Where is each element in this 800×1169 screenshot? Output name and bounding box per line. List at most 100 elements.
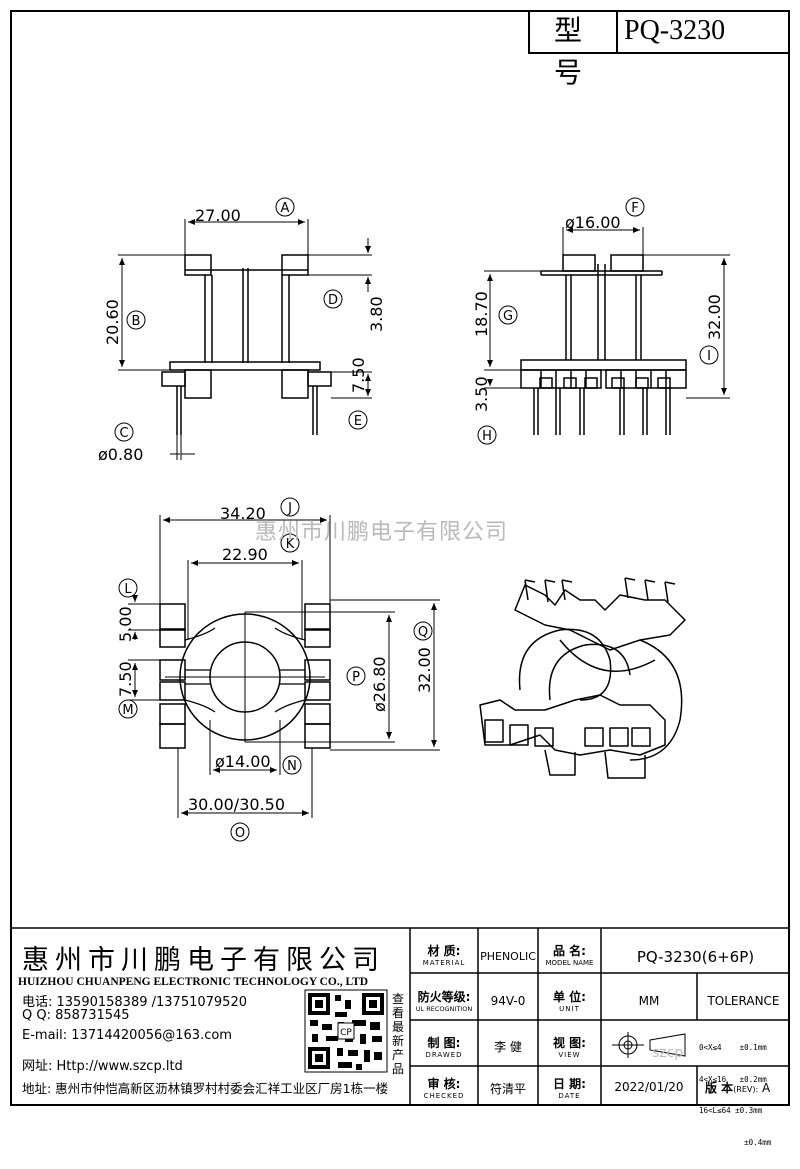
view-watermark: szcp <box>652 1045 684 1061</box>
projection-symbol <box>612 1032 686 1058</box>
isometric-view <box>479 577 686 779</box>
svg-text:Q: Q <box>418 625 428 640</box>
qq-text: Q Q: 858731545 <box>22 1008 130 1023</box>
svg-text:N: N <box>287 759 297 774</box>
revision-label: 版 本 <box>705 1081 734 1095</box>
name-label-cell: 品 名: MODEL NAME <box>545 944 594 967</box>
qr-code: CP <box>304 989 388 1073</box>
date-label-cell: 日 期: DATE <box>553 1077 586 1100</box>
svg-text:I: I <box>707 349 711 364</box>
view-label-cell: 视 图: VIEW <box>553 1036 586 1059</box>
tolerance-row: 0<X≤4 ±0.1mm <box>699 1043 767 1052</box>
phone-text: 电话: 13590158389 /13751079520 <box>22 995 247 1010</box>
svg-text:B: B <box>132 314 141 329</box>
dim-K-value: 22.90 <box>222 545 268 564</box>
tag-E: E <box>348 410 368 430</box>
dim-A-value: 27.00 <box>195 206 241 225</box>
material-label-cell: 材 质: MATERIAL <box>422 944 466 967</box>
drawn-value: 李 健 <box>494 1040 522 1054</box>
date-value: 2022/01/20 <box>614 1080 684 1094</box>
dim-H-value: 3.50 <box>472 376 491 412</box>
svg-text:L: L <box>124 582 132 597</box>
tag-B: B <box>126 310 146 330</box>
tolerance-row: 16<L≤64 ±0.3mm <box>699 1106 763 1115</box>
website-link[interactable]: 网址: Http://www.szcp.ltd <box>22 1059 183 1074</box>
tag-C: C <box>114 422 134 442</box>
tag-O: O <box>230 822 250 842</box>
tag-L: L <box>118 578 138 598</box>
address-text: 地址: 惠州市仲恺高新区沥林镇罗村村委会汇祥工业区厂房1栋一楼 <box>22 1081 389 1096</box>
qr-caption-1: 查 <box>392 992 405 1006</box>
svg-text:M: M <box>122 703 133 718</box>
dim-F-value: ø16.00 <box>565 213 621 232</box>
svg-text:CP: CP <box>340 1028 352 1038</box>
tag-I: I <box>699 345 719 365</box>
bottom-view <box>128 515 440 818</box>
dim-M-value: 7.50 <box>116 661 135 697</box>
svg-text:K: K <box>286 537 295 552</box>
dim-N-value: ø14.00 <box>215 752 271 771</box>
tag-H: H <box>477 425 497 445</box>
title-block-grid <box>10 927 790 1106</box>
revision-cell: 版 本(REV): A <box>705 1079 770 1096</box>
tag-G: G <box>498 305 518 325</box>
dim-B-value: 20.60 <box>103 299 122 345</box>
dim-L-value: 5.00 <box>116 606 135 642</box>
svg-text:P: P <box>352 670 360 685</box>
qr-caption-6: 品 <box>392 1062 405 1076</box>
dim-G-value: 18.70 <box>472 291 491 337</box>
svg-text:F: F <box>631 201 638 216</box>
svg-text:O: O <box>235 826 245 841</box>
svg-text:G: G <box>503 309 513 324</box>
technical-drawing: 27.00 A 20.60 B C ø0.80 D 3.80 7.50 E <box>10 197 790 1106</box>
unit-label-cell: 单 位: UNIT <box>553 990 586 1013</box>
svg-text:H: H <box>482 429 492 444</box>
flame-value: 94V-0 <box>490 994 526 1008</box>
tag-F: F <box>625 197 645 217</box>
svg-text:J: J <box>287 501 292 516</box>
svg-text:C: C <box>119 426 128 441</box>
svg-text:A: A <box>281 201 290 216</box>
tolerance-label: TOLERANCE <box>707 994 780 1008</box>
sheet-frame <box>10 10 790 1106</box>
dim-P-value: ø26.80 <box>370 656 389 712</box>
dim-O-value: 30.00/30.50 <box>188 795 285 814</box>
revision-value: A <box>762 1081 771 1095</box>
dim-J-value: 34.20 <box>220 504 266 523</box>
tag-P: P <box>346 666 366 686</box>
drawn-label-cell: 制 图: DRAWED <box>425 1036 463 1059</box>
tag-M: M <box>118 699 138 719</box>
checked-label-cell: 审 核: CHECKED <box>423 1077 465 1100</box>
tag-D: D <box>323 289 343 309</box>
email-text: E-mail: 13714420056@163.com <box>22 1028 232 1043</box>
dim-D-value: 3.80 <box>367 296 386 332</box>
tag-Q: Q <box>413 621 433 641</box>
tag-J: J <box>280 497 300 517</box>
front-view-right <box>484 227 730 435</box>
model-title-box: 型 号 PQ-3230 <box>528 10 788 89</box>
dim-E-value: 7.50 <box>349 357 368 393</box>
tolerance-row: ±0.4mm <box>699 1137 772 1147</box>
revision-sub: (REV): <box>733 1085 759 1094</box>
model-name-value: PQ-3230(6+6P) <box>636 948 755 966</box>
dim-I-value: 32.00 <box>705 294 724 340</box>
side-view-left <box>118 219 372 460</box>
company-name-en: HUIZHOU CHUANPENG ELECTRONIC TECHNOLOGY … <box>18 976 369 988</box>
drawing-sheet: 型 号 PQ-3230 <box>10 10 790 1147</box>
tag-N: N <box>282 755 302 775</box>
material-value: PHENOLIC <box>480 950 536 963</box>
dim-C-value: ø0.80 <box>98 445 143 464</box>
model-label: 型 号 <box>530 10 618 89</box>
flame-label-cell: 防火等级: UL RECOGNITION <box>415 990 473 1013</box>
qr-caption-2: 看 <box>392 1006 405 1020</box>
qr-caption-3: 最 <box>392 1020 405 1034</box>
company-name-cn: 惠州市川鹏电子有限公司 <box>22 945 385 976</box>
model-number: PQ-3230 <box>624 15 726 46</box>
svg-text:E: E <box>354 414 362 429</box>
dim-Q-value: 32.00 <box>415 647 434 693</box>
unit-value: MM <box>638 994 660 1008</box>
tag-K: K <box>280 533 300 553</box>
qr-caption-5: 产 <box>392 1048 405 1062</box>
svg-text:D: D <box>328 293 338 308</box>
tolerance-row: 4<X≤16 ±0.2mm <box>699 1074 767 1084</box>
